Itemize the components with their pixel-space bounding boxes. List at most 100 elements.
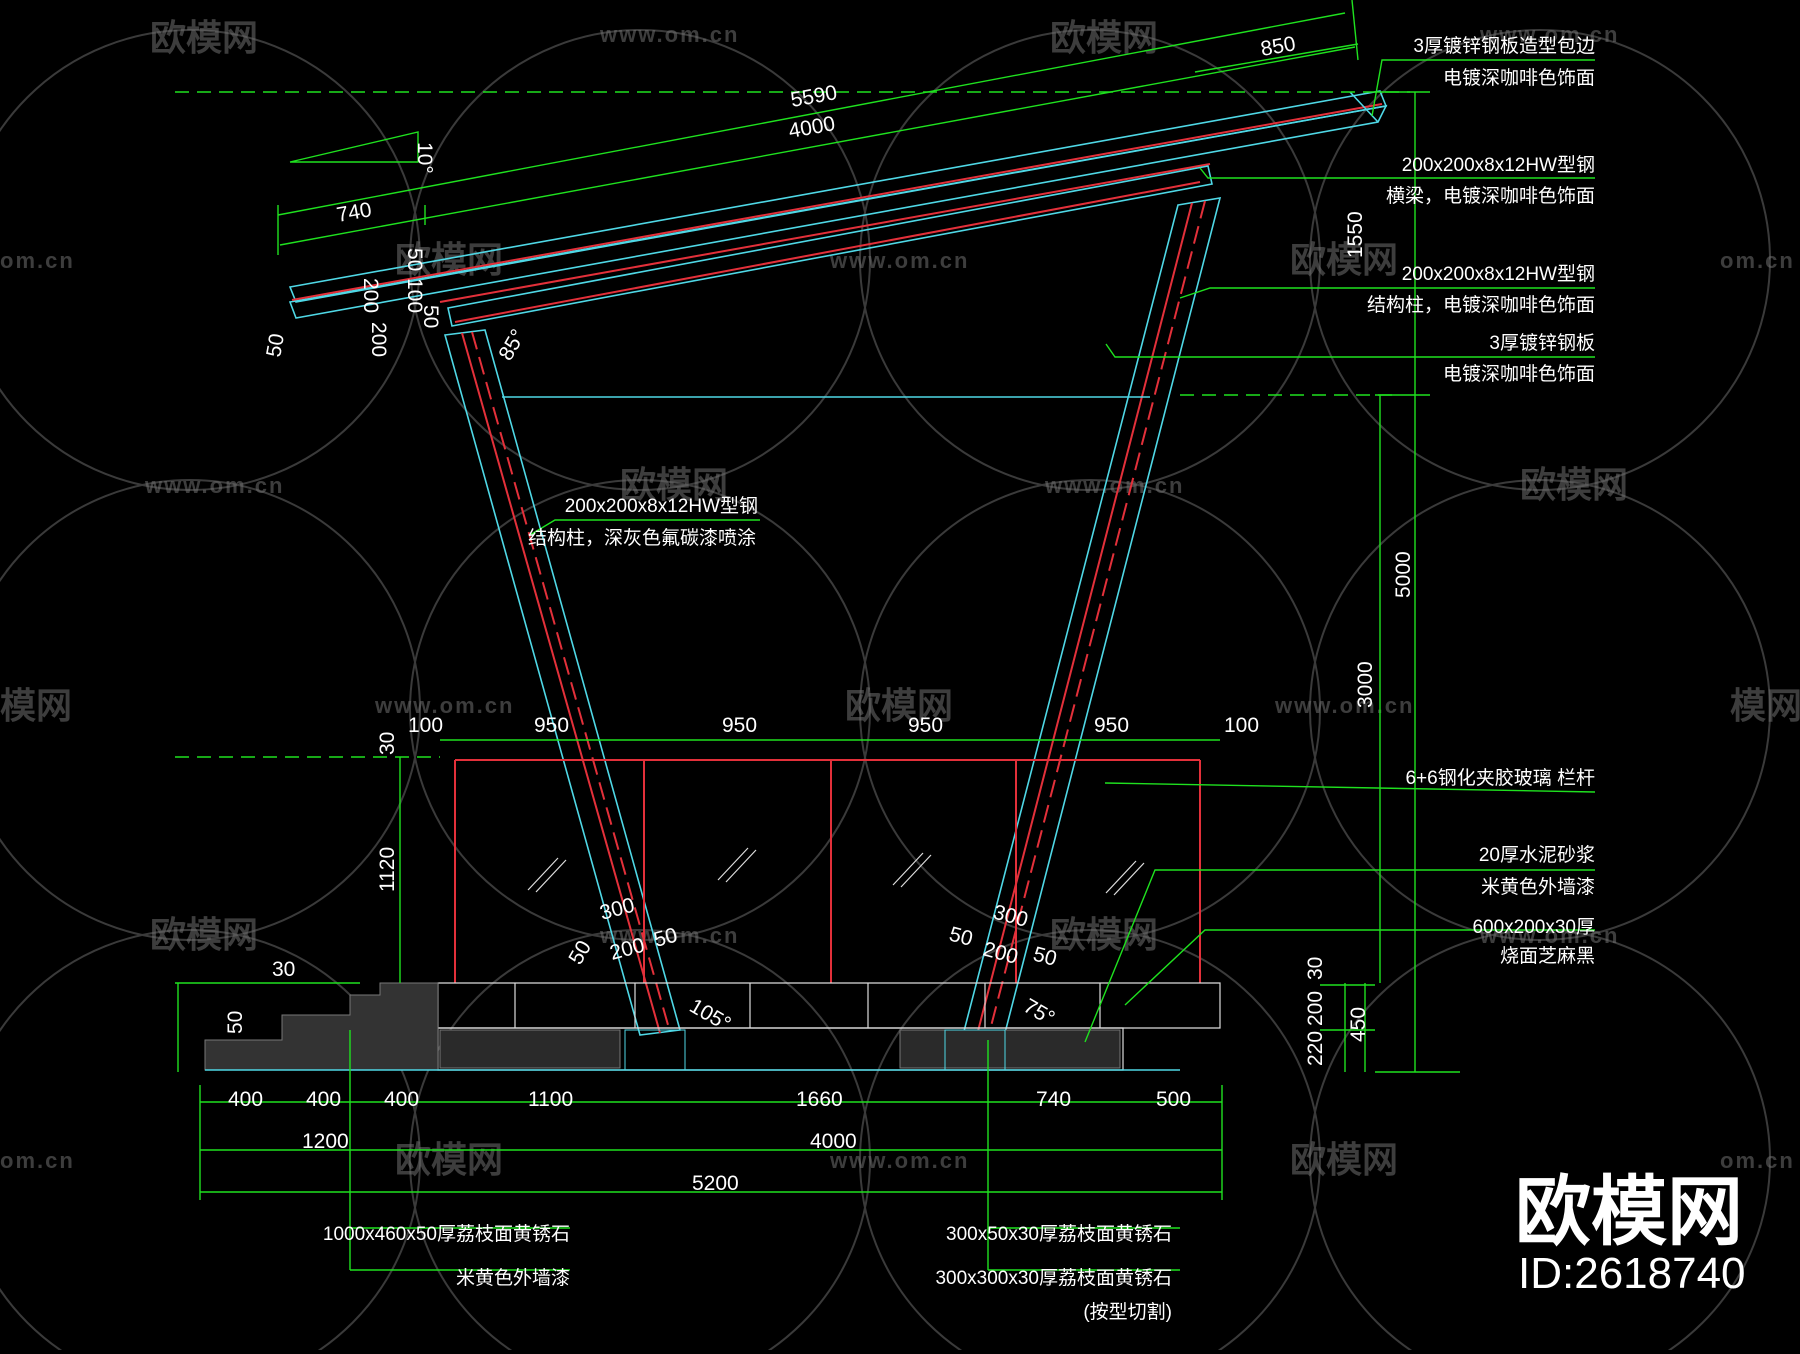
- dim-angle-75: 75°: [1020, 994, 1059, 1030]
- watermarks: 欧模网 www.om.cn 欧模网 www.om.cn om.cn 欧模网 ww…: [0, 17, 1800, 1180]
- dim-5590: 5590: [789, 81, 839, 112]
- dim-bot-1100: 1100: [528, 1088, 573, 1111]
- wm-url-1: www.om.cn: [599, 22, 739, 47]
- dim-740-top: 740: [335, 198, 374, 227]
- wm-url-8: www.om.cn: [374, 693, 514, 718]
- label-2a: 200x200x8x12HW型钢: [1402, 154, 1595, 176]
- wm-url-4: www.om.cn: [829, 248, 969, 273]
- label-10a: 300x50x30厚荔枝面黄锈石: [946, 1223, 1172, 1245]
- dim-bot-4000: 4000: [810, 1130, 857, 1153]
- wm-url-5: om.cn: [1720, 248, 1795, 273]
- label-7a: 20厚水泥砂浆: [1479, 844, 1595, 866]
- wm-url-2: www.om.cn: [1479, 22, 1619, 47]
- dim-angle-105: 105°: [686, 994, 735, 1036]
- wm-brand-11: 欧模网: [1050, 914, 1158, 955]
- wm-url-12: om.cn: [0, 1148, 75, 1173]
- wm-url-11: www.om.cn: [1479, 923, 1619, 948]
- wm-url-10: www.om.cn: [599, 923, 739, 948]
- beam-outline: [447, 165, 1213, 327]
- dim-50a: 50: [403, 248, 426, 271]
- wm-brand-6: 欧模网: [1520, 464, 1628, 505]
- label-3a: 200x200x8x12HW型钢: [1402, 263, 1595, 285]
- dim-rail-950-4: 950: [1094, 714, 1129, 737]
- label-3b: 结构柱，电镀深咖啡色饰面: [1367, 294, 1595, 316]
- label-1b: 电镀深咖啡色饰面: [1443, 67, 1595, 89]
- right-column-red: [969, 202, 1193, 1063]
- label-5a: 200x200x8x12HW型钢: [565, 495, 758, 517]
- dim-50b: 50: [419, 305, 442, 328]
- wm-url-14: om.cn: [1720, 1148, 1795, 1173]
- dim-bot-400b: 400: [306, 1088, 341, 1111]
- label-10b: 300x300x30厚荔枝面黄锈石: [935, 1267, 1172, 1289]
- annotation-labels: 3厚镀锌钢板造型包边 电镀深咖啡色饰面 200x200x8x12HW型钢 横梁，…: [323, 35, 1595, 1323]
- label-1a: 3厚镀锌钢板造型包边: [1413, 35, 1595, 57]
- dim-col-l-300: 300: [597, 894, 637, 925]
- label-7b: 米黄色外墙漆: [1481, 876, 1595, 898]
- wm-brand-13: 欧模网: [1290, 1139, 1398, 1180]
- plinth-top-course: [437, 982, 1221, 1029]
- dim-col-r-50a: 50: [947, 923, 976, 951]
- label-6: 6+6钢化夹胶玻璃 栏杆: [1405, 767, 1595, 789]
- wm-url-7: www.om.cn: [1044, 473, 1184, 498]
- wm-brand-4: 欧模网: [1290, 239, 1398, 280]
- dim-bot-1660: 1660: [796, 1088, 843, 1111]
- dim-bot-400a: 400: [228, 1088, 263, 1111]
- glass-railing: [454, 759, 1201, 983]
- dim-bot-740: 740: [1036, 1088, 1071, 1111]
- label-9b: 米黄色外墙漆: [456, 1267, 570, 1289]
- label-10c: (按型切割): [1083, 1301, 1172, 1323]
- dim-col-r-50b: 50: [1031, 943, 1060, 971]
- dim-step-50: 50: [224, 1011, 247, 1034]
- label-9a: 1000x460x50厚荔枝面黄锈石: [323, 1223, 570, 1245]
- dimension-lines: [175, 0, 1596, 1271]
- dim-angle-85: 85°: [494, 325, 530, 364]
- dim-5000: 5000: [1392, 551, 1415, 598]
- label-5b: 结构柱，深灰色氟碳漆喷涂: [528, 527, 756, 549]
- dim-base-200: 200: [1304, 991, 1327, 1026]
- wm-url-3: om.cn: [0, 248, 75, 273]
- label-2b: 横梁，电镀深咖啡色饰面: [1386, 185, 1595, 207]
- wm-brand-10: 欧模网: [150, 914, 258, 955]
- roof-structure: [288, 90, 1388, 327]
- dim-rail-950-2: 950: [722, 714, 757, 737]
- label-8a: 600x200x30厚: [1472, 917, 1595, 938]
- dim-1550: 1550: [1344, 211, 1367, 258]
- dim-rail-950-1: 950: [534, 714, 569, 737]
- brand-id-text: ID:2618740: [1518, 1249, 1746, 1298]
- dim-base-30: 30: [1304, 957, 1327, 980]
- dim-bot-400c: 400: [384, 1088, 419, 1111]
- label-4b: 电镀深咖啡色饰面: [1443, 363, 1595, 385]
- wm-url-6: www.om.cn: [144, 473, 284, 498]
- dim-step-30: 30: [272, 958, 295, 981]
- wm-url-13: www.om.cn: [829, 1148, 969, 1173]
- slope-triangle: [289, 131, 419, 163]
- wm-brand-1: 欧模网: [150, 17, 258, 58]
- label-8b: 烧面芝麻黑: [1500, 945, 1595, 967]
- wm-url-9: www.om.cn: [1274, 693, 1414, 718]
- dim-bot-1200: 1200: [302, 1130, 349, 1153]
- dim-50c: 50: [262, 332, 289, 359]
- dim-left-30: 30: [376, 732, 399, 755]
- dim-col-r-300: 300: [991, 901, 1031, 932]
- label-4a: 3厚镀锌钢板: [1489, 332, 1595, 354]
- dim-200b: 200: [367, 322, 390, 357]
- wm-brand-12: 欧模网: [395, 1139, 503, 1180]
- dim-bot-5200: 5200: [692, 1172, 739, 1195]
- dim-1120: 1120: [376, 847, 399, 892]
- brand-logo-text: 欧模网: [1515, 1170, 1743, 1255]
- dim-3000: 3000: [1354, 661, 1377, 708]
- wm-brand-7: 模网: [0, 685, 72, 726]
- steps: [204, 982, 439, 1071]
- roof-red-1: [291, 103, 1383, 301]
- dim-bot-500: 500: [1156, 1088, 1191, 1111]
- dim-rail-100r: 100: [1224, 714, 1259, 737]
- dim-850: 850: [1259, 32, 1298, 61]
- base-plinth: [204, 982, 1221, 1071]
- wm-brand-9: 模网: [1730, 685, 1800, 726]
- left-column-red-1: [461, 332, 661, 1034]
- dim-slope: 10°: [413, 142, 436, 174]
- dim-base-220: 220: [1304, 1031, 1327, 1066]
- roof-red-2: [439, 163, 1211, 303]
- dim-rail-950-3: 950: [908, 714, 943, 737]
